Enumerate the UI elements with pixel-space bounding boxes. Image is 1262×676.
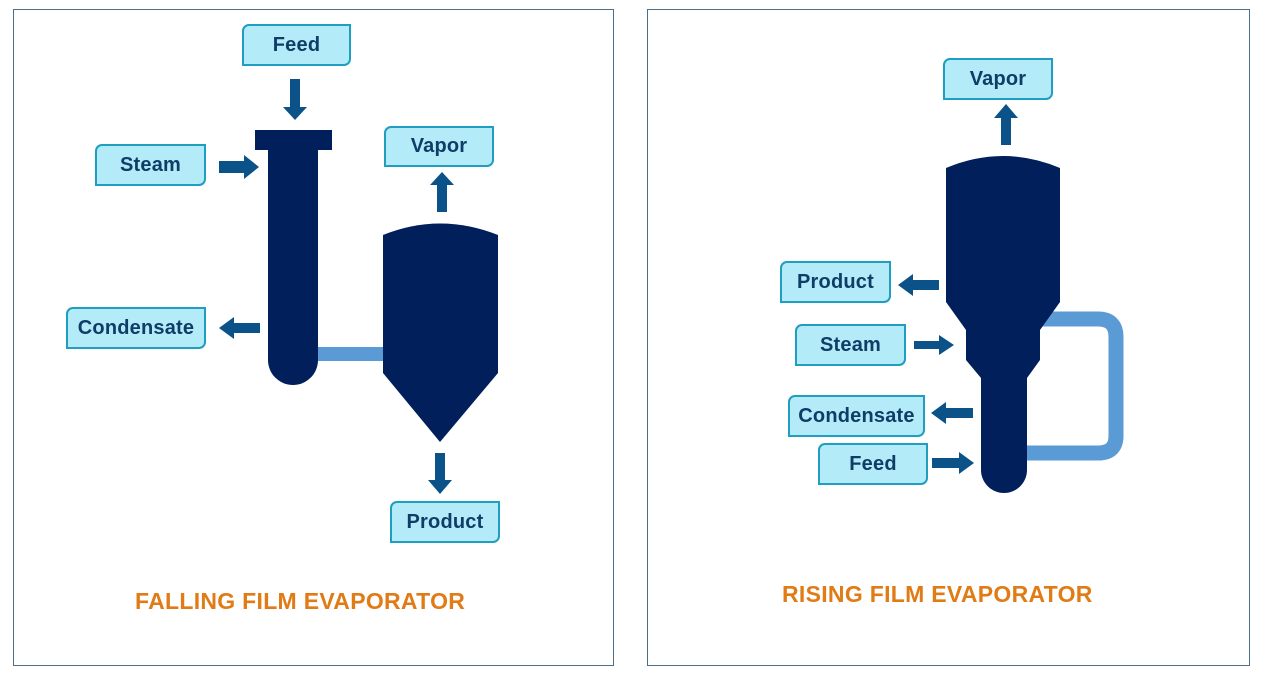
ff-steam-arrow-icon xyxy=(219,155,259,179)
rf-title: RISING FILM EVAPORATOR xyxy=(782,581,1093,607)
ff-condensate-label: Condensate xyxy=(66,307,206,349)
rf-feed-label: Feed xyxy=(818,443,928,485)
ff-evaporator-tube xyxy=(268,150,318,385)
ff-vapor-arrow-icon xyxy=(430,172,454,212)
ff-separator-vessel xyxy=(383,223,498,442)
rf-recirculation-pipe xyxy=(1026,311,1124,461)
rf-steam-arrow-icon xyxy=(914,335,954,355)
rf-condensate-arrow-icon xyxy=(931,402,973,424)
rf-feed-arrow-icon xyxy=(932,452,974,474)
ff-feed-label: Feed xyxy=(242,24,351,66)
rf-condensate-label: Condensate xyxy=(788,395,925,437)
rf-vapor-label: Vapor xyxy=(943,58,1053,100)
rf-vapor-arrow-icon xyxy=(994,104,1018,145)
ff-connecting-pipe xyxy=(318,347,384,361)
rf-product-arrow-icon xyxy=(898,274,939,296)
rising-film-panel xyxy=(647,9,1250,666)
ff-product-label: Product xyxy=(390,501,500,543)
ff-tube-cap xyxy=(255,130,332,150)
ff-steam-label: Steam xyxy=(95,144,206,186)
ff-product-arrow-icon xyxy=(428,453,452,494)
ff-condensate-arrow-icon xyxy=(219,317,260,339)
rf-evaporator-vessel xyxy=(946,156,1060,493)
ff-vapor-label: Vapor xyxy=(384,126,494,167)
rf-product-label: Product xyxy=(780,261,891,303)
ff-title: FALLING FILM EVAPORATOR xyxy=(135,588,466,614)
rf-steam-label: Steam xyxy=(795,324,906,366)
ff-feed-arrow-icon xyxy=(283,79,307,120)
